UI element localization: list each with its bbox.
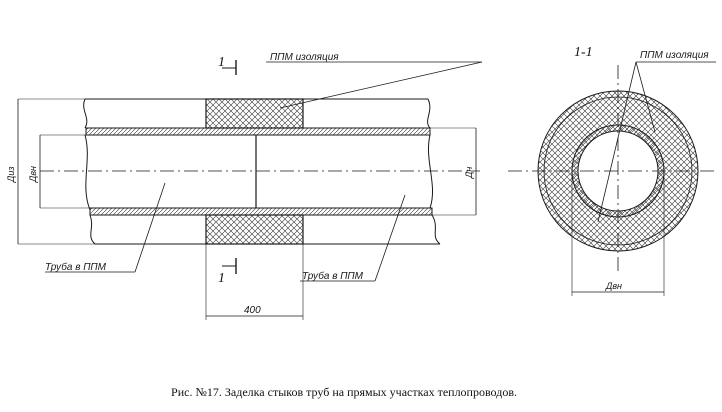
pipe-label-left: Труба в ППМ: [45, 261, 107, 273]
insulation-label-left: ППМ изоляция: [270, 52, 339, 63]
longitudinal-view: [17, 60, 483, 320]
pipe-label-right: Труба в ППМ: [302, 270, 364, 282]
insulation-label-right: ППМ изоляция: [640, 50, 709, 61]
cross-section-view: [508, 61, 716, 296]
dimension-400-label: 400: [244, 305, 261, 316]
outer-diameter-label: Диз: [6, 166, 16, 183]
inner-diameter-label: Двн: [28, 166, 38, 183]
section-mark-top: 1: [218, 55, 225, 70]
figure-caption: Рис. №17. Заделка стыков труб на прямых …: [171, 385, 517, 399]
section-mark-bottom: 1: [218, 271, 225, 286]
section-title: 1-1: [574, 45, 593, 60]
section-inner-diameter-label: Двн: [605, 281, 622, 291]
pipe-diameter-label: Дн: [464, 167, 474, 179]
